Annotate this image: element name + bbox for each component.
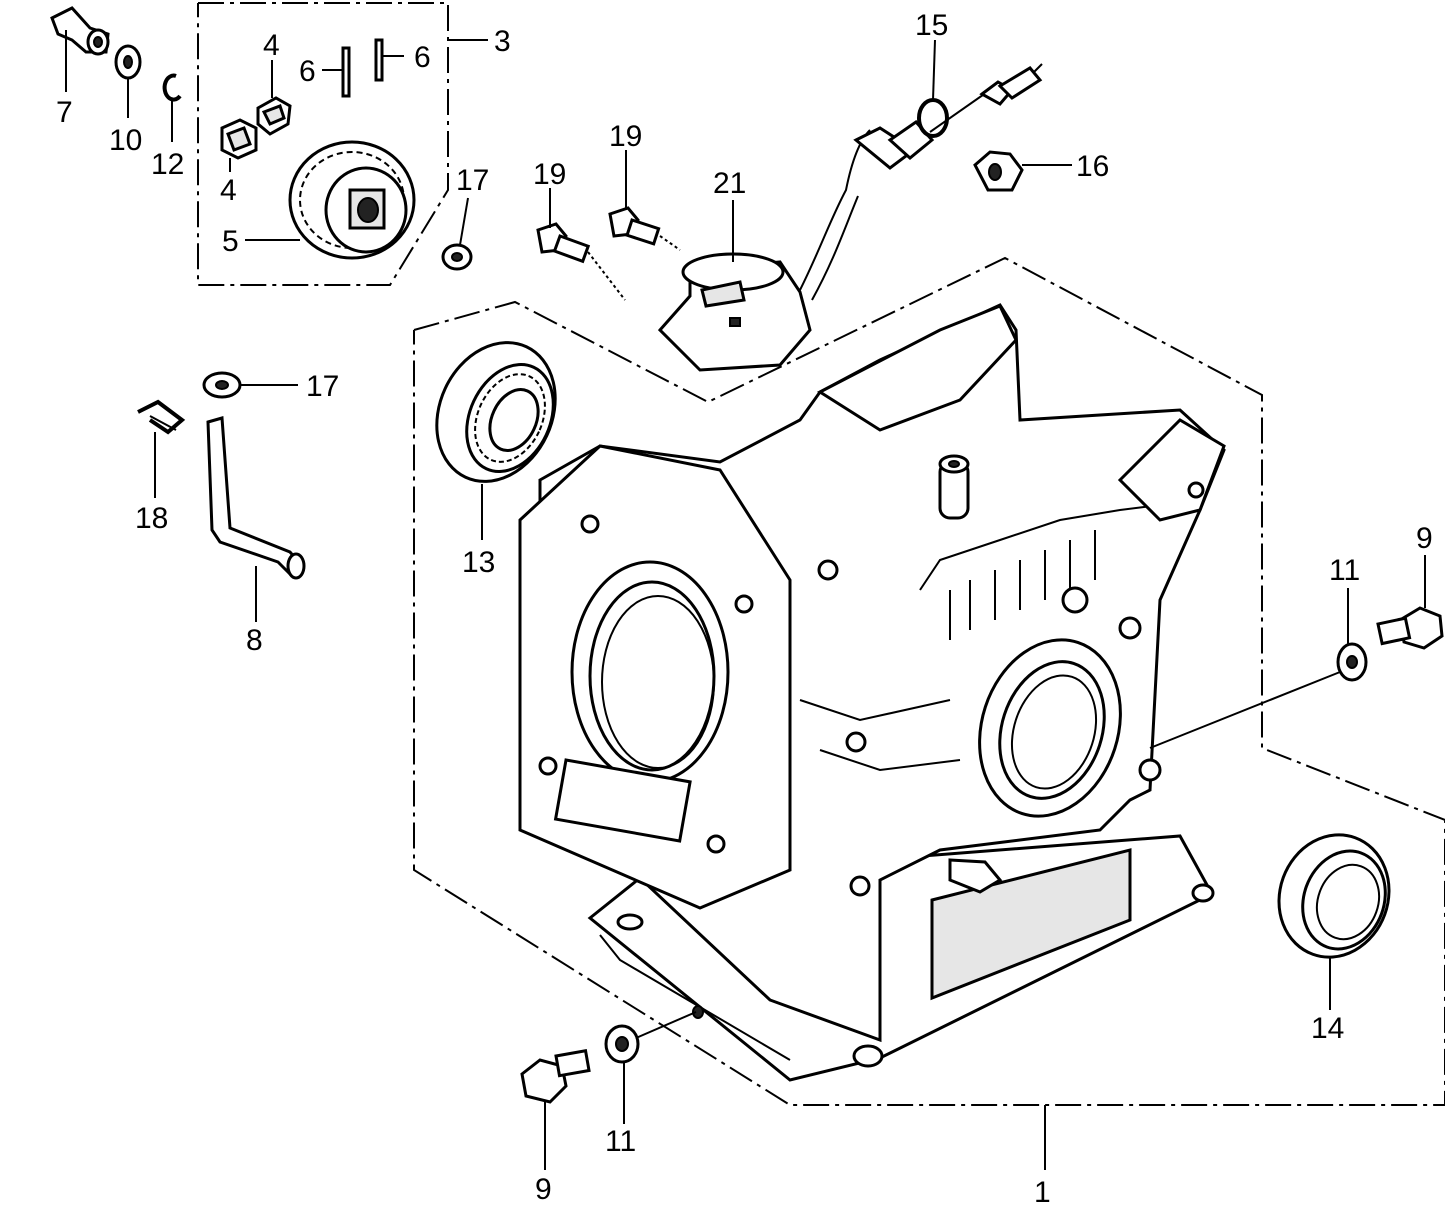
callout-6-left: 6 bbox=[299, 55, 316, 88]
callout-9-right: 9 bbox=[1416, 522, 1433, 555]
part-9-bolt-bottom bbox=[520, 1049, 591, 1170]
part-16-plug bbox=[973, 150, 1072, 192]
callout-14: 14 bbox=[1311, 1012, 1344, 1045]
callout-15: 15 bbox=[915, 9, 948, 42]
callout-19-right: 19 bbox=[609, 120, 642, 153]
callout-10: 10 bbox=[109, 124, 142, 157]
part-11-washer-right bbox=[1336, 588, 1368, 682]
part-7-governor-slider bbox=[50, 6, 110, 92]
callout-12: 12 bbox=[151, 148, 184, 181]
part-10-washer bbox=[114, 44, 142, 118]
callout-21: 21 bbox=[713, 167, 746, 200]
callout-9-bottom: 9 bbox=[535, 1173, 552, 1205]
part-4-governor-weight-upper bbox=[256, 60, 292, 136]
part-21-oil-level-switch bbox=[657, 63, 1043, 372]
part-9-bolt-right bbox=[1376, 555, 1444, 650]
part-13-bearing bbox=[435, 341, 557, 540]
part-12-clip bbox=[162, 73, 182, 142]
leader-bottom-bolt bbox=[635, 1011, 697, 1039]
callout-3: 3 bbox=[494, 25, 511, 58]
callout-1: 1 bbox=[1034, 1176, 1051, 1205]
callout-18: 18 bbox=[135, 502, 168, 535]
callout-8: 8 bbox=[246, 624, 263, 657]
part-6-pin-right bbox=[374, 38, 404, 82]
part-11-washer-bottom bbox=[604, 1024, 640, 1124]
callout-4-upper: 4 bbox=[263, 29, 280, 62]
callout-19-left: 19 bbox=[533, 158, 566, 191]
callout-16: 16 bbox=[1076, 150, 1109, 183]
part-6-pin-left bbox=[322, 46, 351, 98]
part-19-bolt-right bbox=[608, 150, 681, 251]
part-17-washer-upper bbox=[441, 197, 473, 271]
callout-17-left: 17 bbox=[306, 370, 339, 403]
part-18-clip bbox=[137, 399, 186, 498]
part-5-governor-gear bbox=[245, 140, 416, 260]
part-19-bolt-left bbox=[536, 188, 626, 301]
callout-11-bottom: 11 bbox=[605, 1125, 636, 1158]
governor-assembly-group bbox=[50, 2, 488, 286]
callout-5: 5 bbox=[222, 225, 239, 258]
callout-6-right: 6 bbox=[414, 41, 431, 74]
part-8-breather-tube bbox=[206, 416, 306, 622]
part-14-oil-seal bbox=[1277, 833, 1391, 1010]
callout-13: 13 bbox=[462, 546, 495, 579]
part-4-governor-weight-lower bbox=[220, 118, 258, 172]
callout-11-right: 11 bbox=[1329, 554, 1360, 587]
callout-17-upper: 17 bbox=[456, 164, 489, 197]
part-15-o-ring bbox=[917, 39, 949, 138]
part-1-crankcase bbox=[518, 303, 1226, 1082]
callout-7: 7 bbox=[56, 96, 73, 129]
leader-right-bolt bbox=[1149, 671, 1341, 749]
callout-4-lower: 4 bbox=[220, 174, 237, 207]
part-17-washer-left bbox=[202, 371, 298, 399]
